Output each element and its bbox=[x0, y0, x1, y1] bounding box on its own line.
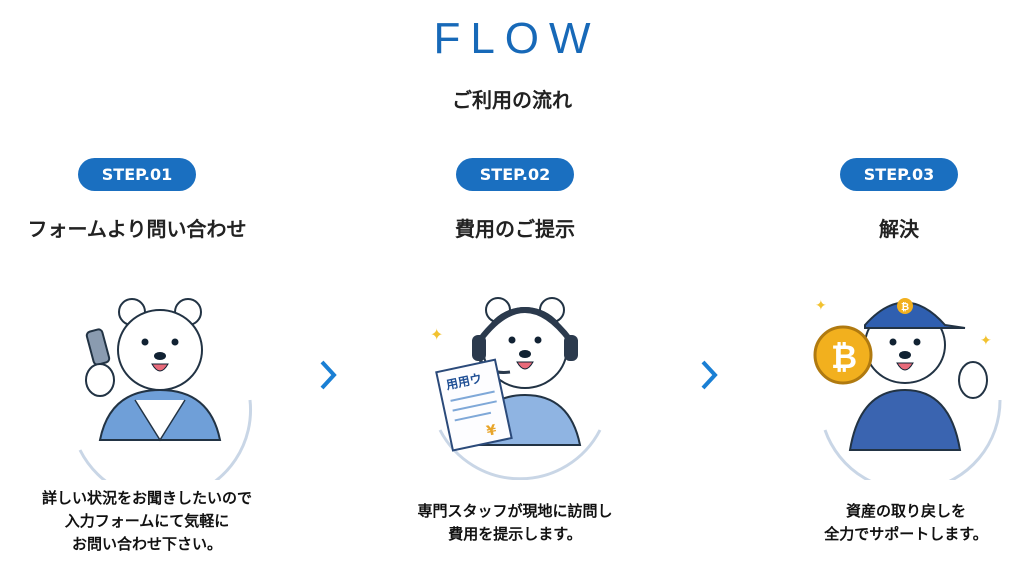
section-subtitle: ご利用の流れ bbox=[452, 88, 572, 112]
svg-text:✦: ✦ bbox=[980, 333, 992, 349]
bear-phone-illustration bbox=[60, 280, 260, 502]
step-title: 解決 bbox=[879, 217, 919, 241]
section-title: FLOW bbox=[433, 14, 601, 63]
description-line: 費用を提示します。 bbox=[448, 525, 582, 543]
step-title: フォームより問い合わせ bbox=[27, 217, 247, 241]
bear-headset-illustration: ✦ 用用ウ ¥ bbox=[420, 280, 620, 481]
description-line: 全力でサポートします。 bbox=[824, 525, 988, 543]
svg-text:✦: ✦ bbox=[815, 298, 827, 314]
step-description: 専門スタッフが現地に訪問し 費用を提示します。 bbox=[355, 500, 675, 546]
chevron-right-icon bbox=[320, 360, 337, 390]
chevron-right-icon bbox=[701, 360, 718, 390]
step-badge: STEP.03 bbox=[839, 158, 959, 191]
svg-text:✦: ✦ bbox=[430, 325, 443, 344]
bitcoin-coin-icon: ₿ bbox=[831, 338, 857, 376]
step-1: STEP.01 フォームより問い合わせ bbox=[0, 158, 287, 242]
step-title: 費用のご提示 bbox=[455, 217, 575, 241]
description-line: 入力フォームにて気軽に bbox=[64, 512, 230, 530]
step-badge: STEP.01 bbox=[77, 158, 197, 191]
cap-bitcoin-symbol: ₿ bbox=[901, 301, 909, 313]
yen-symbol: ¥ bbox=[485, 422, 498, 440]
description-line: 詳しい状況をお聞きしたいので bbox=[41, 489, 252, 507]
step-badge: STEP.02 bbox=[455, 158, 575, 191]
description-line: お問い合わせ下さい。 bbox=[71, 535, 222, 553]
description-line: 専門スタッフが現地に訪問し bbox=[417, 502, 613, 520]
description-line: 資産の取り戻しを bbox=[845, 502, 966, 520]
step-2: STEP.02 費用のご提示 bbox=[365, 158, 665, 242]
bear-bitcoin-illustration: ₿ ₿ ✦ ✦ bbox=[805, 280, 1005, 492]
step-3: STEP.03 解決 bbox=[749, 158, 1024, 242]
step-description: 資産の取り戻しを 全力でサポートします。 bbox=[746, 500, 1024, 546]
step-description: 詳しい状況をお聞きしたいので 入力フォームにて気軽に お問い合わせ下さい。 bbox=[0, 487, 307, 556]
